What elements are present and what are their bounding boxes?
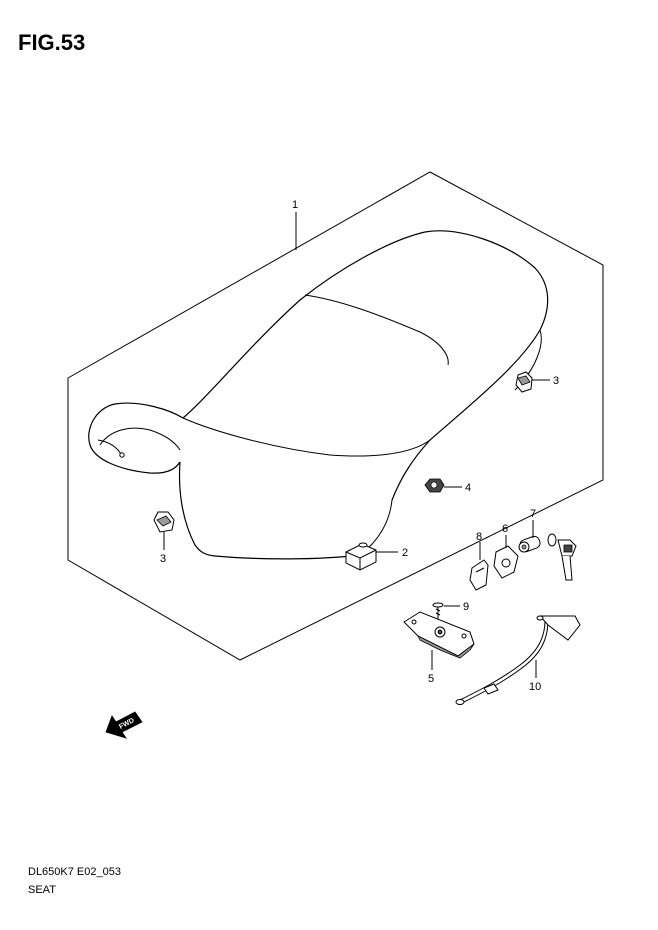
screw-part-9[interactable] [432, 602, 444, 620]
callout-3-lower: 3 [160, 553, 166, 565]
figure-code: DL650K7 E02_053 [28, 866, 121, 878]
callout-5: 5 [428, 673, 434, 685]
assembly-frame [67, 171, 604, 661]
callout-7: 7 [530, 508, 536, 520]
cushion-part-3-lower[interactable] [153, 511, 175, 533]
seat-assembly[interactable] [88, 230, 549, 560]
callout-3-upper: 3 [553, 375, 559, 387]
callout-6: 6 [502, 523, 508, 535]
callout-9: 9 [463, 601, 469, 613]
callout-2: 2 [402, 547, 408, 559]
callout-10: 10 [529, 681, 541, 693]
damper-part-2[interactable] [345, 542, 377, 571]
figure-title: FIG.53 [18, 30, 86, 55]
callout-4: 4 [465, 482, 471, 494]
latch-bracket-part-5[interactable] [403, 611, 475, 659]
forward-direction-arrow: FWD [105, 711, 143, 739]
nut-part-4[interactable] [424, 478, 445, 493]
plate-part-6[interactable] [493, 545, 519, 579]
callout-8: 8 [476, 531, 482, 543]
cushion-part-3-upper[interactable] [515, 371, 533, 393]
callout-1: 1 [292, 199, 298, 211]
bracket-part-8[interactable] [469, 559, 489, 591]
lock-set-part-7[interactable] [518, 533, 577, 581]
cable-part-10[interactable] [455, 615, 581, 705]
figure-name: SEAT [28, 884, 56, 896]
